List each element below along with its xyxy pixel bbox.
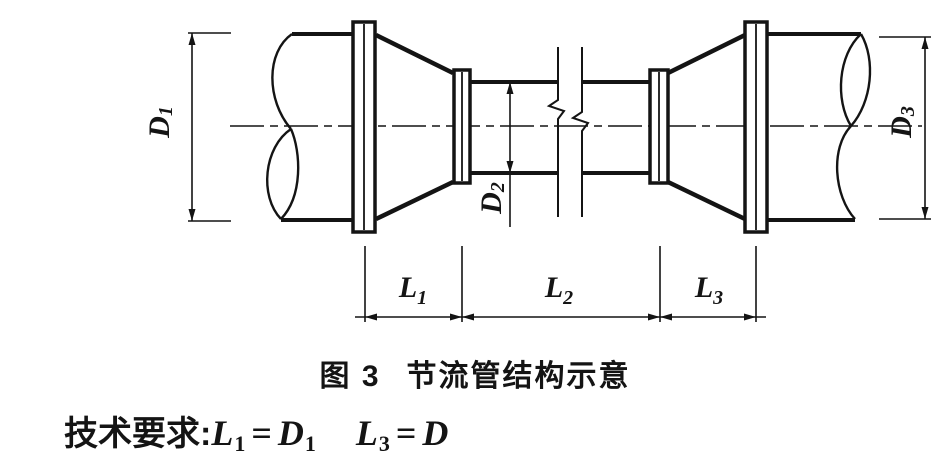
d2-arrow-up [506,82,514,94]
dimension-d1: D1 [143,32,231,222]
l2-arrow-right [648,313,660,321]
technical-requirements: 技术要求: L1=D1 L3=D [64,412,449,457]
l2-label: L2 [544,271,573,309]
left-cone-top-edge [375,32,454,76]
left-pipe-break-curve [271,33,293,130]
d1-arrow-down [188,209,196,221]
left-pipe-break-lens [266,128,300,220]
left-cone-bottom-edge [375,179,454,222]
right-expander-cone [667,32,746,222]
figure-caption: 图 3 节流管结构示意 [0,362,950,392]
d1-label: D1 [143,106,178,139]
right-cone-top-edge [667,32,746,76]
equation-2: L3=D [356,412,450,457]
eq2-lhs: L [355,413,378,453]
eq2-equals: = [395,413,417,453]
d3-arrow-down [921,207,929,219]
break-line-right [570,47,590,217]
dimension-d2: D2 [475,82,514,227]
l1-arrow-left [365,313,377,321]
l3-arrow-left [660,313,672,321]
dimension-d3: D3 [879,36,931,220]
eq1-rhs-sub: 1 [304,431,316,456]
eq1-lhs: L [211,413,234,453]
l1-arrow-right [450,313,462,321]
left-reducer-cone [375,32,454,222]
l1-label: L1 [398,271,427,309]
break-line-left [546,47,566,217]
eq1-rhs: D [277,413,304,453]
d2-arrow-down [506,161,514,173]
eq2-lhs-sub: 3 [378,431,390,456]
left-small-flange [452,68,472,185]
figure-title: 节流管结构示意 [406,360,631,393]
d3-arrow-up [921,37,929,49]
right-pipe [767,32,872,222]
equation-1: L1=D1 [211,412,316,457]
tech-requirements-prefix: 技术要求: [64,415,212,453]
right-small-flange [648,68,670,185]
left-large-flange [351,20,377,234]
l3-arrow-right [744,313,756,321]
throttle-section-pipe [470,47,650,217]
l2-arrow-left [462,313,474,321]
eq2-rhs: D [422,413,449,453]
l3-label: L3 [694,271,723,309]
d1-arrow-up [188,33,196,45]
d2-label: D2 [475,182,510,215]
figure-number: 图 3 [319,360,381,393]
right-pipe-break-curve [835,125,856,220]
dimension-lengths: L1 L2 L3 [355,246,766,322]
eq1-lhs-sub: 1 [234,431,246,456]
eq1-equals: = [251,413,272,453]
right-cone-bottom-edge [667,179,746,222]
right-large-flange [743,20,769,234]
left-pipe [266,32,354,222]
d3-label: D3 [885,106,920,139]
right-pipe-break-lens [839,33,872,127]
